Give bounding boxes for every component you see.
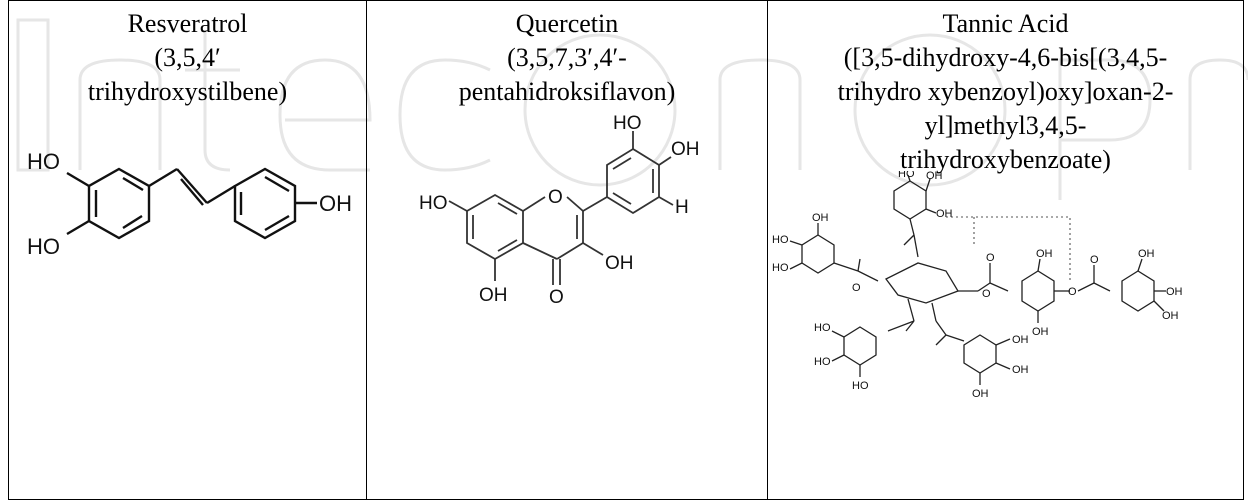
compound-name-block: Tannic Acid ([3,5-dihydroxy-4,6-bis[(3,4…: [768, 1, 1243, 177]
iupac-line: pentahidroksiflavon): [458, 77, 676, 106]
oxygen-label: O: [1090, 254, 1099, 266]
cell-resveratrol: Resveratrol (3,5,4′ trihydroxystilbene): [8, 0, 367, 500]
hydroxyl-label: OH: [605, 253, 634, 274]
oxygen-label: O: [982, 288, 991, 300]
oxygen-label: O: [852, 282, 861, 294]
hydroxyl-label: OH: [1162, 310, 1179, 322]
hydroxyl-label: HO: [27, 149, 60, 174]
compound-name-block: Quercetin (3,5,7,3′,4′- pentahidroksifla…: [367, 1, 767, 109]
hydroxyl-label: OH: [1036, 248, 1053, 260]
tannic-acid-structure: HO OH OH OH HO HO O O O OH O O OH OH OH …: [772, 171, 1183, 400]
compound-name-block: Resveratrol (3,5,4′ trihydroxystilbene): [9, 1, 366, 109]
hydroxyl-label: OH: [972, 388, 989, 400]
iupac-line: ([3,5-dihydroxy-4,6-bis[(3,4,5-: [843, 43, 1168, 72]
hydroxyl-label: OH: [1012, 364, 1029, 376]
ring-oxygen-label: O: [548, 187, 563, 208]
hydroxyl-label: OH: [812, 212, 829, 224]
hydroxyl-label: HO: [772, 262, 789, 274]
oxygen-label: O: [986, 252, 995, 264]
hydroxyl-label: HO: [898, 171, 915, 180]
iupac-line: trihydroxybenzoate): [900, 145, 1111, 174]
hydroxyl-label: OH: [1032, 326, 1049, 338]
compound-name: Resveratrol: [127, 9, 248, 38]
hydroxyl-label: OH: [926, 171, 943, 182]
iupac-line: trihydro xybenzoyl)oxy]oxan-2-: [837, 77, 1174, 106]
hydroxyl-label: HO: [613, 113, 642, 134]
compound-table: Resveratrol (3,5,4′ trihydroxystilbene): [8, 0, 1244, 500]
cell-quercetin: Quercetin (3,5,7,3′,4′- pentahidroksifla…: [366, 0, 768, 500]
iupac-line: trihydroxystilbene): [87, 77, 288, 106]
carbonyl-oxygen-label: O: [549, 287, 564, 308]
iupac-line: yl]methyl3,4,5-: [924, 111, 1087, 140]
hydroxyl-label: HO: [814, 356, 831, 368]
hydroxyl-label: OH: [1166, 286, 1183, 298]
hydroxyl-label: OH: [319, 191, 352, 216]
resveratrol-structure: HO HO OH: [27, 149, 352, 259]
hydroxyl-label: OH: [1138, 248, 1155, 260]
hydrogen-label: H: [675, 197, 689, 218]
iupac-line: (3,5,4′: [154, 43, 221, 72]
compound-name: Tannic Acid: [942, 9, 1069, 38]
iupac-line: (3,5,7,3′,4′-: [507, 43, 627, 72]
hydroxyl-label: HO: [814, 322, 831, 334]
hydroxyl-label: OH: [936, 208, 953, 220]
compound-name: Quercetin: [515, 9, 619, 38]
hydroxyl-label: OH: [671, 139, 700, 160]
hydroxyl-label: HO: [419, 193, 448, 214]
hydroxyl-label: OH: [1012, 334, 1029, 346]
hydroxyl-label: HO: [772, 234, 789, 246]
hydroxyl-label: HO: [27, 234, 60, 259]
cell-tannic-acid: Tannic Acid ([3,5-dihydroxy-4,6-bis[(3,4…: [767, 0, 1244, 500]
oxygen-label: O: [1068, 286, 1077, 298]
hydroxyl-label: HO: [852, 380, 869, 392]
quercetin-structure: HO OH H HO O OH OH O: [419, 113, 700, 308]
hydroxyl-label: OH: [479, 285, 508, 306]
